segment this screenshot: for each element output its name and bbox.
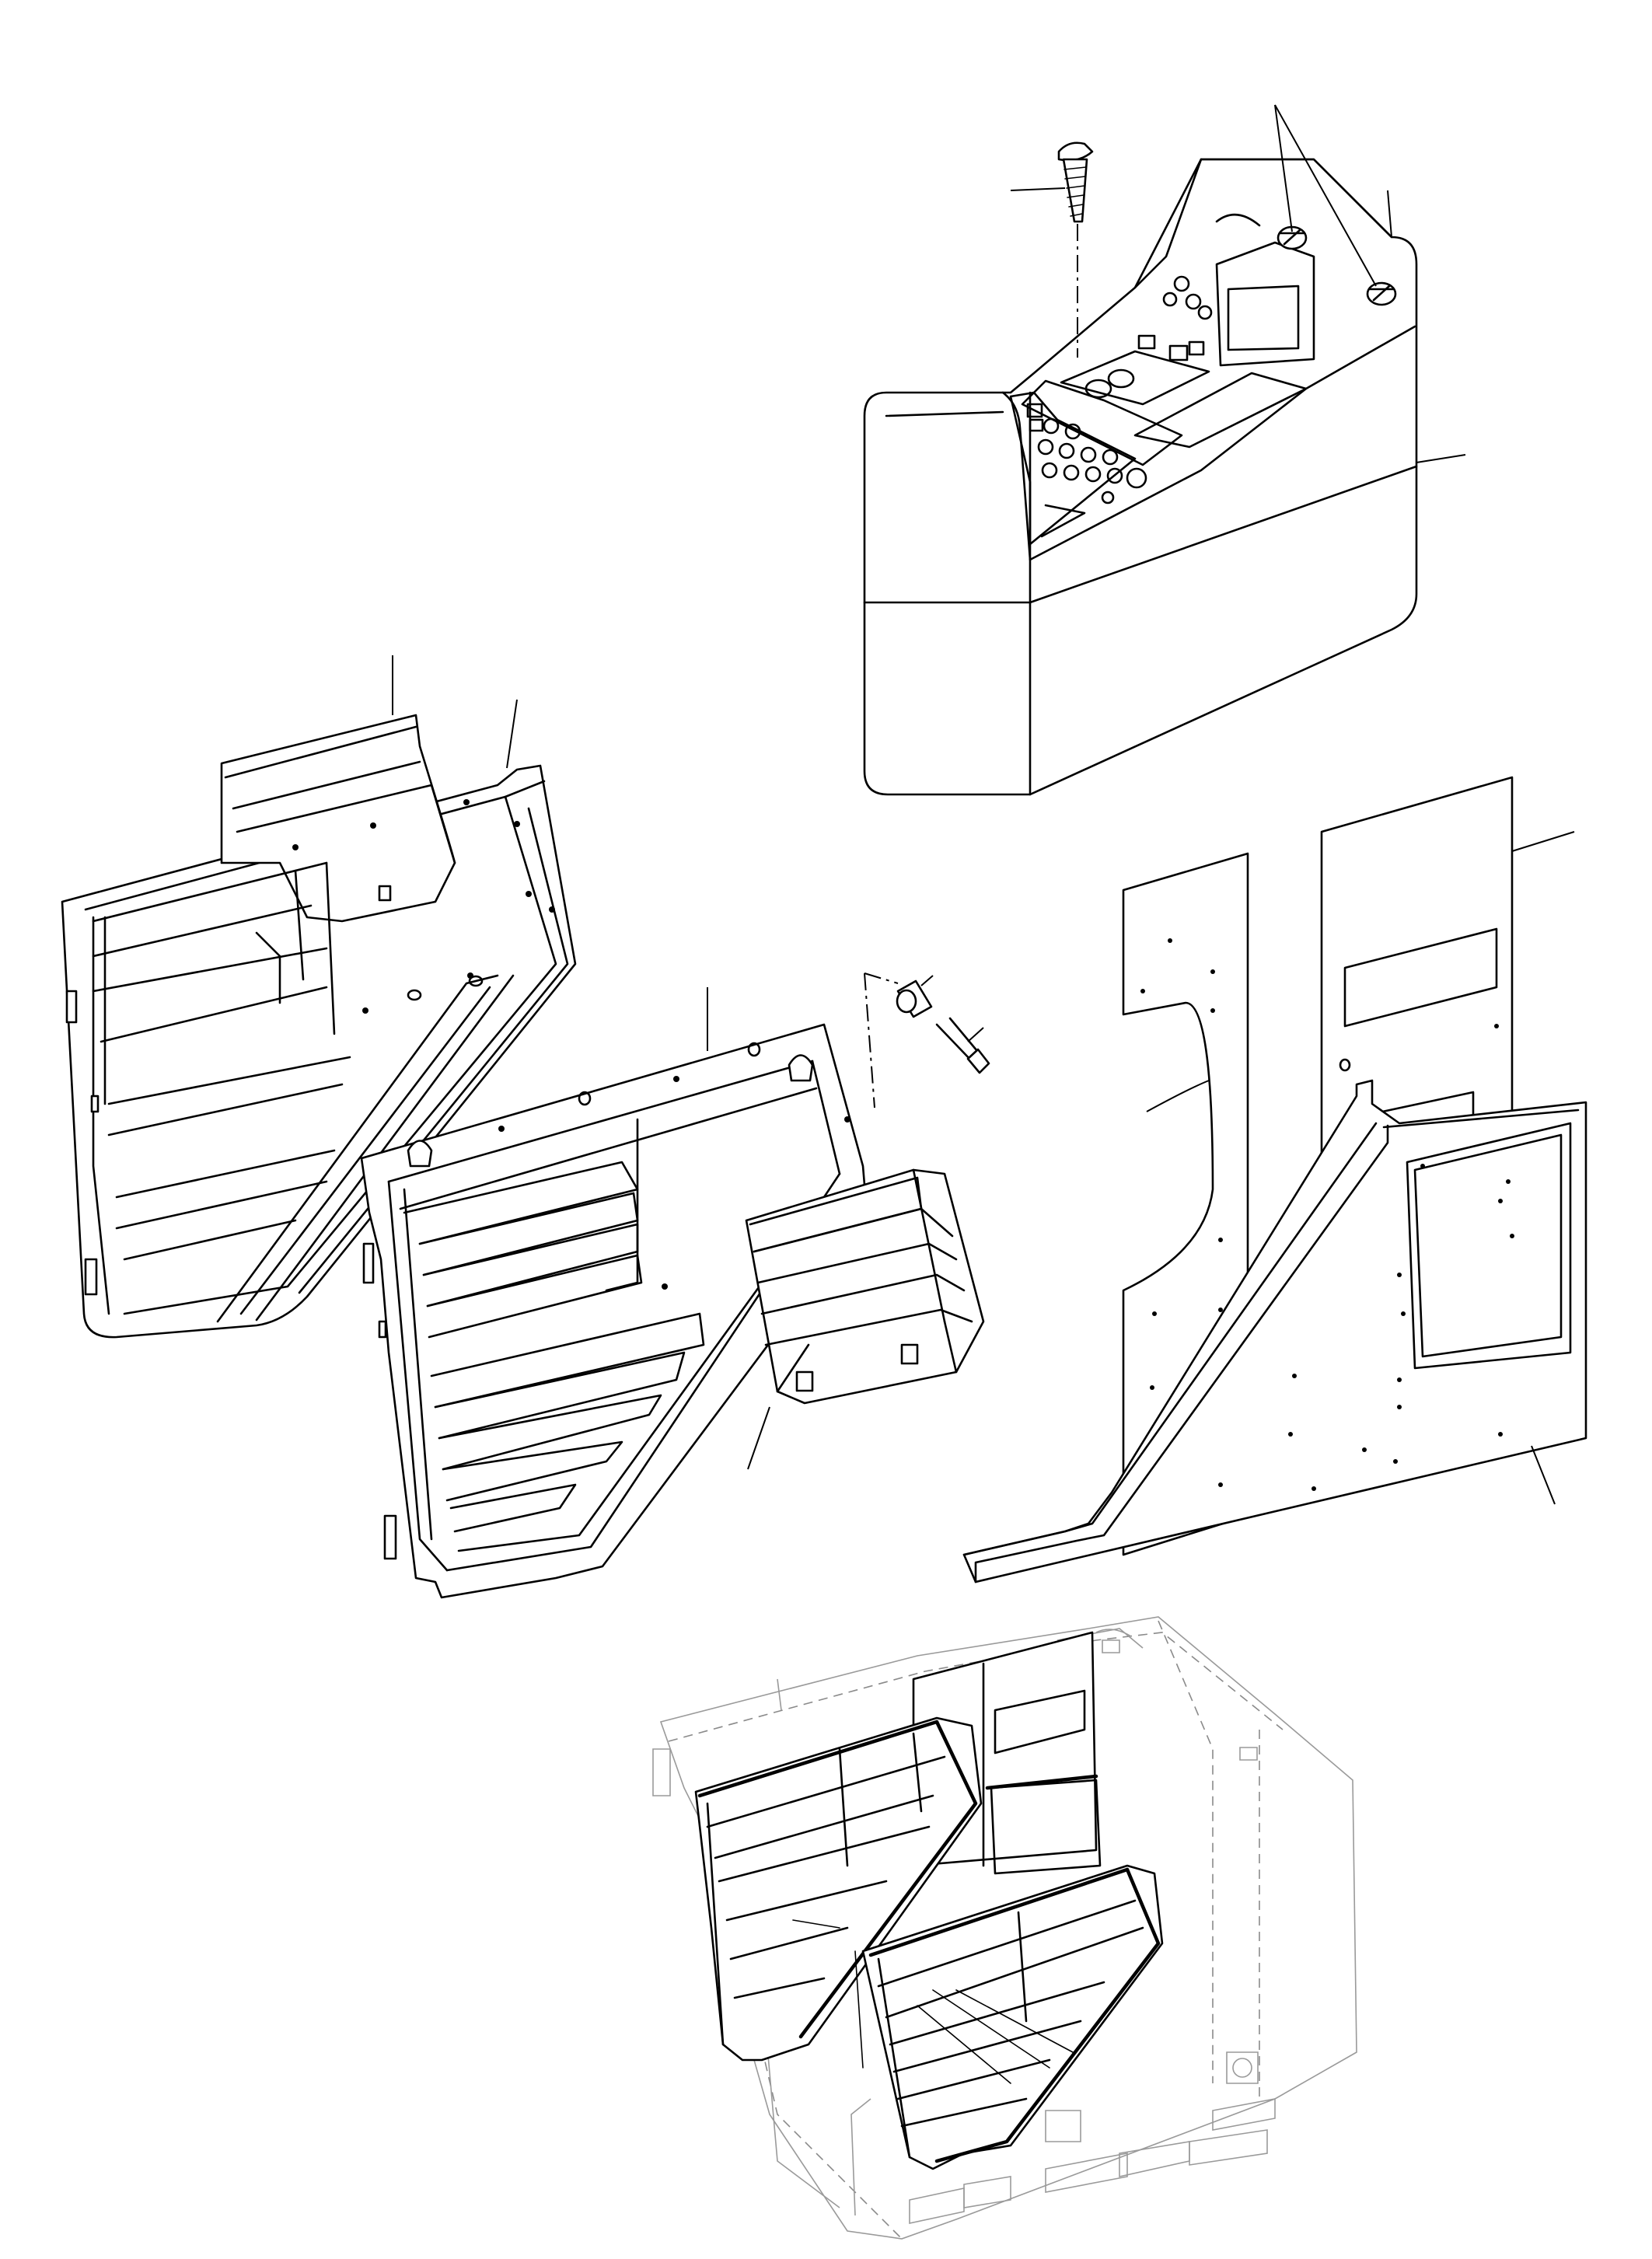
small-louver-panel: [746, 1170, 983, 1469]
spacer-and-bolt: [864, 973, 989, 1108]
side-panel: [964, 777, 1586, 1582]
bolt-icon: [937, 1018, 989, 1073]
knob-icon: [1367, 283, 1395, 305]
spacer-icon: [897, 976, 933, 1017]
operator-console: [864, 105, 1465, 794]
cab-assembly-view: [653, 1617, 1357, 2239]
countersunk-screw: [1011, 143, 1092, 358]
switch-cluster: [1028, 404, 1146, 536]
door-frame-front: [361, 987, 867, 1597]
